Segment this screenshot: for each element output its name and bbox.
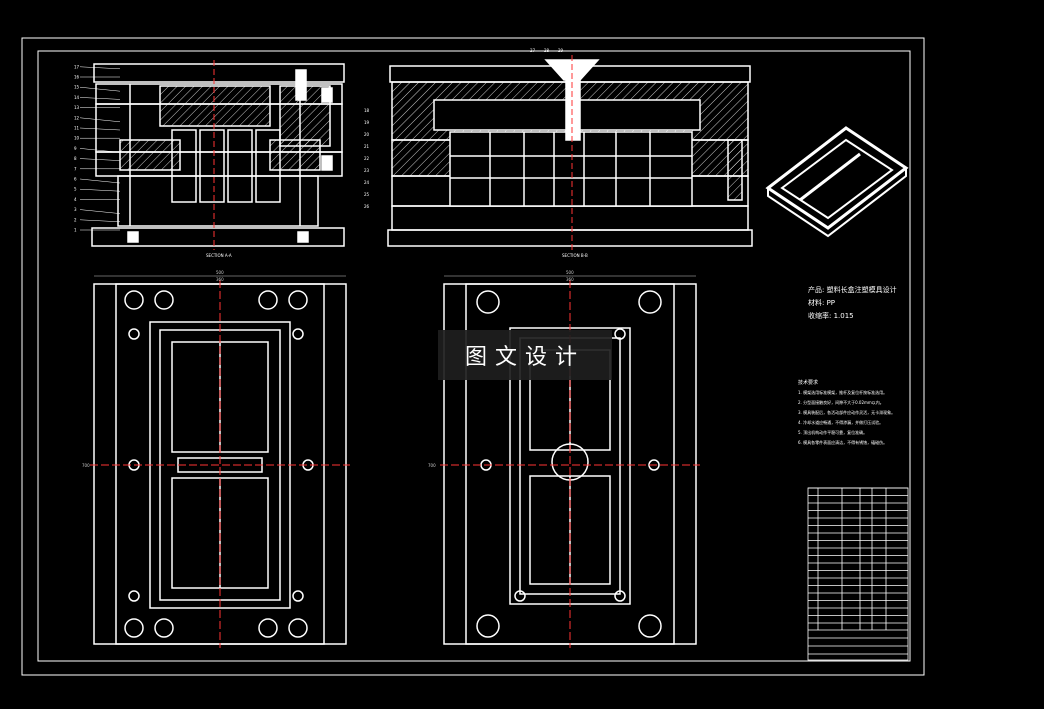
section-a-view	[91, 63, 345, 247]
part-number-leader	[79, 219, 121, 223]
inner-border	[37, 50, 911, 662]
plan-right-height-dim: 700	[428, 463, 436, 468]
note-line: 1. 模架选用标准模架，推杆及复位杆按标准选用。	[798, 389, 887, 395]
parts-list-table	[807, 487, 909, 661]
part-number-label: 2	[74, 217, 77, 222]
part-number-label: 10	[74, 136, 80, 141]
info-product: 产品: 塑料长盒注塑模具设计	[808, 285, 897, 294]
part-number-label: 1	[74, 228, 77, 233]
plan-right-inner-dim: 360	[566, 277, 574, 282]
section-a-label: SECTION A-A	[206, 253, 232, 258]
top-callout: 29	[558, 48, 564, 53]
part-number-leader	[79, 188, 121, 192]
section-b-callout: 26	[364, 204, 370, 209]
section-b-callout: 21	[364, 144, 370, 149]
part-number-label: 16	[74, 75, 80, 80]
section-b-callout: 18	[364, 108, 370, 113]
section-b-callout: 23	[364, 168, 370, 173]
part-number-label: 8	[74, 156, 77, 161]
plan-left-width-dim: 500	[216, 270, 224, 275]
info-material: 材料: PP	[808, 298, 835, 307]
plan-right-width-dim: 500	[566, 270, 574, 275]
part-number-leader	[79, 117, 121, 123]
notes-lines: 1. 模架选用标准模架，推杆及复位杆按标准选用。 2. 分型面接触良好，间隙不大于…	[798, 389, 895, 445]
note-line: 2. 分型面接触良好，间隙不大于0.02mm以内。	[798, 399, 884, 405]
part-number-label: 7	[74, 166, 77, 171]
part-number-label: 6	[74, 177, 77, 182]
plan-left-height-dim: 700	[82, 463, 90, 468]
part-number-label: 12	[74, 115, 80, 120]
note-line: 5. 顶出机构动作平稳可靠，复位准确。	[798, 429, 867, 435]
part-number-leader	[79, 66, 121, 70]
info-shrink: 收缩率: 1.015	[808, 311, 854, 320]
watermark-banner: 图文设计	[438, 330, 612, 380]
part-number-label: 9	[74, 146, 77, 151]
part-number-label: 14	[74, 95, 80, 100]
part-number-label: 4	[74, 197, 77, 202]
top-callout: 28	[544, 48, 550, 53]
part-number-label: 17	[74, 64, 80, 69]
outer-border	[21, 37, 925, 676]
section-b-label: SECTION B-B	[562, 253, 588, 258]
top-callout: 27	[530, 48, 536, 53]
part-number-label: 13	[74, 105, 80, 110]
part-number-leaders: 1234567891011121314151617181920212223242…	[74, 48, 564, 233]
part-number-leader	[79, 148, 121, 153]
part-number-leader	[79, 209, 121, 214]
part-number-leader	[79, 86, 121, 92]
section-b-callout: 20	[364, 132, 370, 137]
part-number-label: 3	[74, 207, 77, 212]
note-line: 6. 模具各零件表面应清洁，不得有锈蚀，磕碰伤。	[798, 439, 887, 445]
plan-left-holes	[124, 290, 314, 638]
section-b-view	[387, 59, 753, 247]
plan-left-inner-dim: 360	[216, 277, 224, 282]
section-b-callout: 19	[364, 120, 370, 125]
note-line: 3. 模具装配后，各活动部件应动作灵活，无卡滞现象。	[798, 409, 895, 415]
part-number-leader	[79, 178, 121, 184]
part-number-label: 15	[74, 85, 80, 90]
section-b-callout: 22	[364, 156, 370, 161]
part-number-leader	[79, 127, 121, 131]
section-b-callout: 24	[364, 180, 370, 185]
note-line: 4. 冷却水道应畅通，不得渗漏，并做打压试验。	[798, 419, 883, 425]
part-number-label: 5	[74, 187, 77, 192]
part-number-leader	[79, 158, 121, 161]
notes-title: 技术要求	[798, 379, 818, 386]
section-b-callout: 25	[364, 192, 370, 197]
part-number-label: 11	[74, 126, 80, 131]
part-number-leader	[79, 97, 121, 100]
product-isometric-view	[765, 126, 909, 238]
